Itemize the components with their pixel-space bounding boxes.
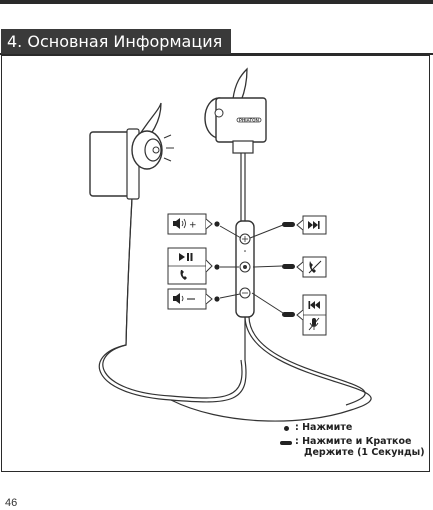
press-hold-dash-icon <box>280 441 292 445</box>
voice-command-icon <box>308 317 320 331</box>
next-track-icon <box>308 221 320 229</box>
header-underline <box>0 53 433 55</box>
legend-press-label: : Нажмите <box>295 422 353 433</box>
callout-volume-down <box>167 288 241 310</box>
previous-track-icon <box>308 301 320 309</box>
section-title: 4. Основная Информация <box>1 29 232 54</box>
mute-mic-icon <box>308 260 322 274</box>
callout-volume-up: + <box>167 213 242 239</box>
top-rule <box>0 0 433 4</box>
right-ear-cable <box>240 151 246 221</box>
page-number: 46 <box>5 497 18 509</box>
phone-icon <box>180 270 187 280</box>
earphone-diagram: PHIATON + <box>89 67 372 422</box>
play-pause-icon <box>179 253 193 261</box>
callout-mute <box>252 256 327 278</box>
inline-remote <box>235 220 255 318</box>
right-cable <box>170 316 372 422</box>
press-dot-icon <box>284 426 289 431</box>
right-earbud: PHIATON <box>204 67 267 154</box>
callout-next-track <box>249 215 327 239</box>
volume-up-icon: + <box>173 218 197 231</box>
legend-press-hold-label: : Нажмите и Краткое <box>295 436 412 447</box>
legend-press-hold-label-2: Держите (1 Секунды) <box>304 447 425 458</box>
content-frame <box>1 55 430 472</box>
svg-text:+: + <box>189 221 197 231</box>
callout-play-pause <box>167 247 239 285</box>
brand-label: PHIATON <box>239 118 259 123</box>
left-earbud <box>89 102 174 200</box>
callout-previous-voice <box>251 292 327 336</box>
volume-down-icon <box>173 293 195 304</box>
